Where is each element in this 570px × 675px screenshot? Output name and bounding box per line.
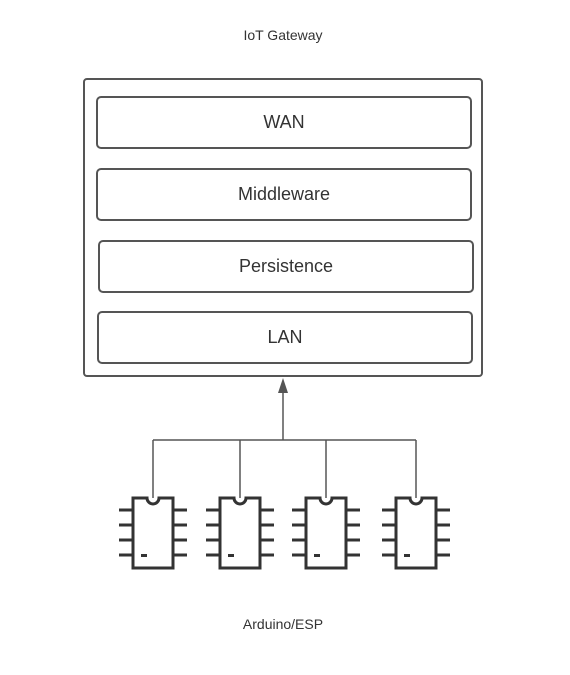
iot-gateway-container [83,78,483,377]
layer-middleware: Middleware [96,168,472,221]
chip-icon [382,496,450,570]
layer-persistence: Persistence [98,240,474,293]
devices-label: Arduino/ESP [242,616,324,632]
connector-lines [152,392,417,498]
layer-wan: WAN [96,96,472,149]
layer-lan: LAN [97,311,473,364]
chip-icon [292,496,360,570]
chip-icon [119,496,187,570]
chip-icon [206,496,274,570]
arrow-up-icon [278,378,288,393]
gateway-title: IoT Gateway [243,27,323,43]
